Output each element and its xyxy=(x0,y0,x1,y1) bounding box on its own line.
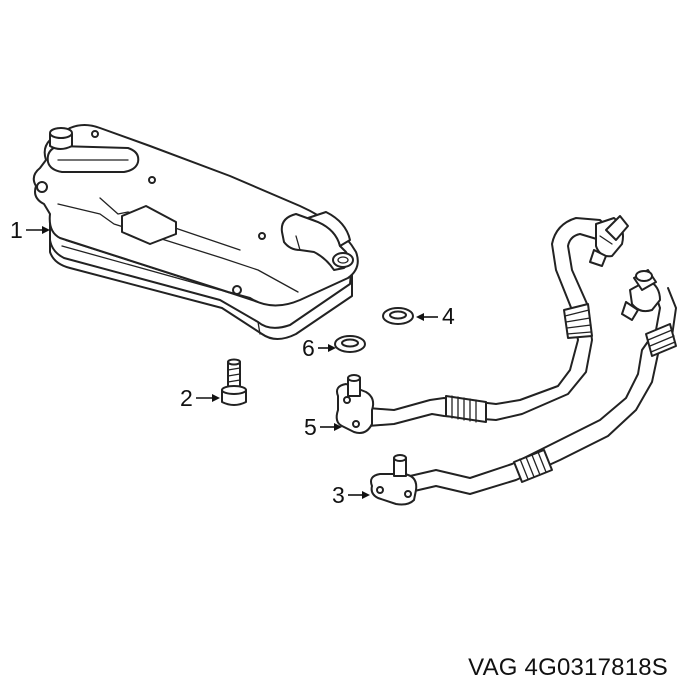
oil-line-upper xyxy=(335,215,629,434)
callout-label-6: 6 xyxy=(302,335,315,361)
bolt xyxy=(221,358,247,406)
callout-label-5: 5 xyxy=(304,414,317,440)
callout-4: 4 xyxy=(416,303,455,329)
callout-3: 3 xyxy=(332,482,370,508)
callout-label-2: 2 xyxy=(180,385,193,411)
callout-6: 6 xyxy=(302,335,336,361)
oil-line-lower xyxy=(370,269,677,506)
callout-label-4: 4 xyxy=(442,303,455,329)
seal-ring-6 xyxy=(334,335,366,353)
callout-label-1: 1 xyxy=(10,217,23,243)
seal-ring-4 xyxy=(382,307,414,325)
callout-label-3: 3 xyxy=(332,482,345,508)
callout-2: 2 xyxy=(180,385,220,411)
callout-5: 5 xyxy=(304,414,342,440)
part-number-label: VAG 4G0317818S xyxy=(468,654,668,681)
oil-cooler xyxy=(32,124,359,340)
callout-1: 1 xyxy=(10,217,50,243)
